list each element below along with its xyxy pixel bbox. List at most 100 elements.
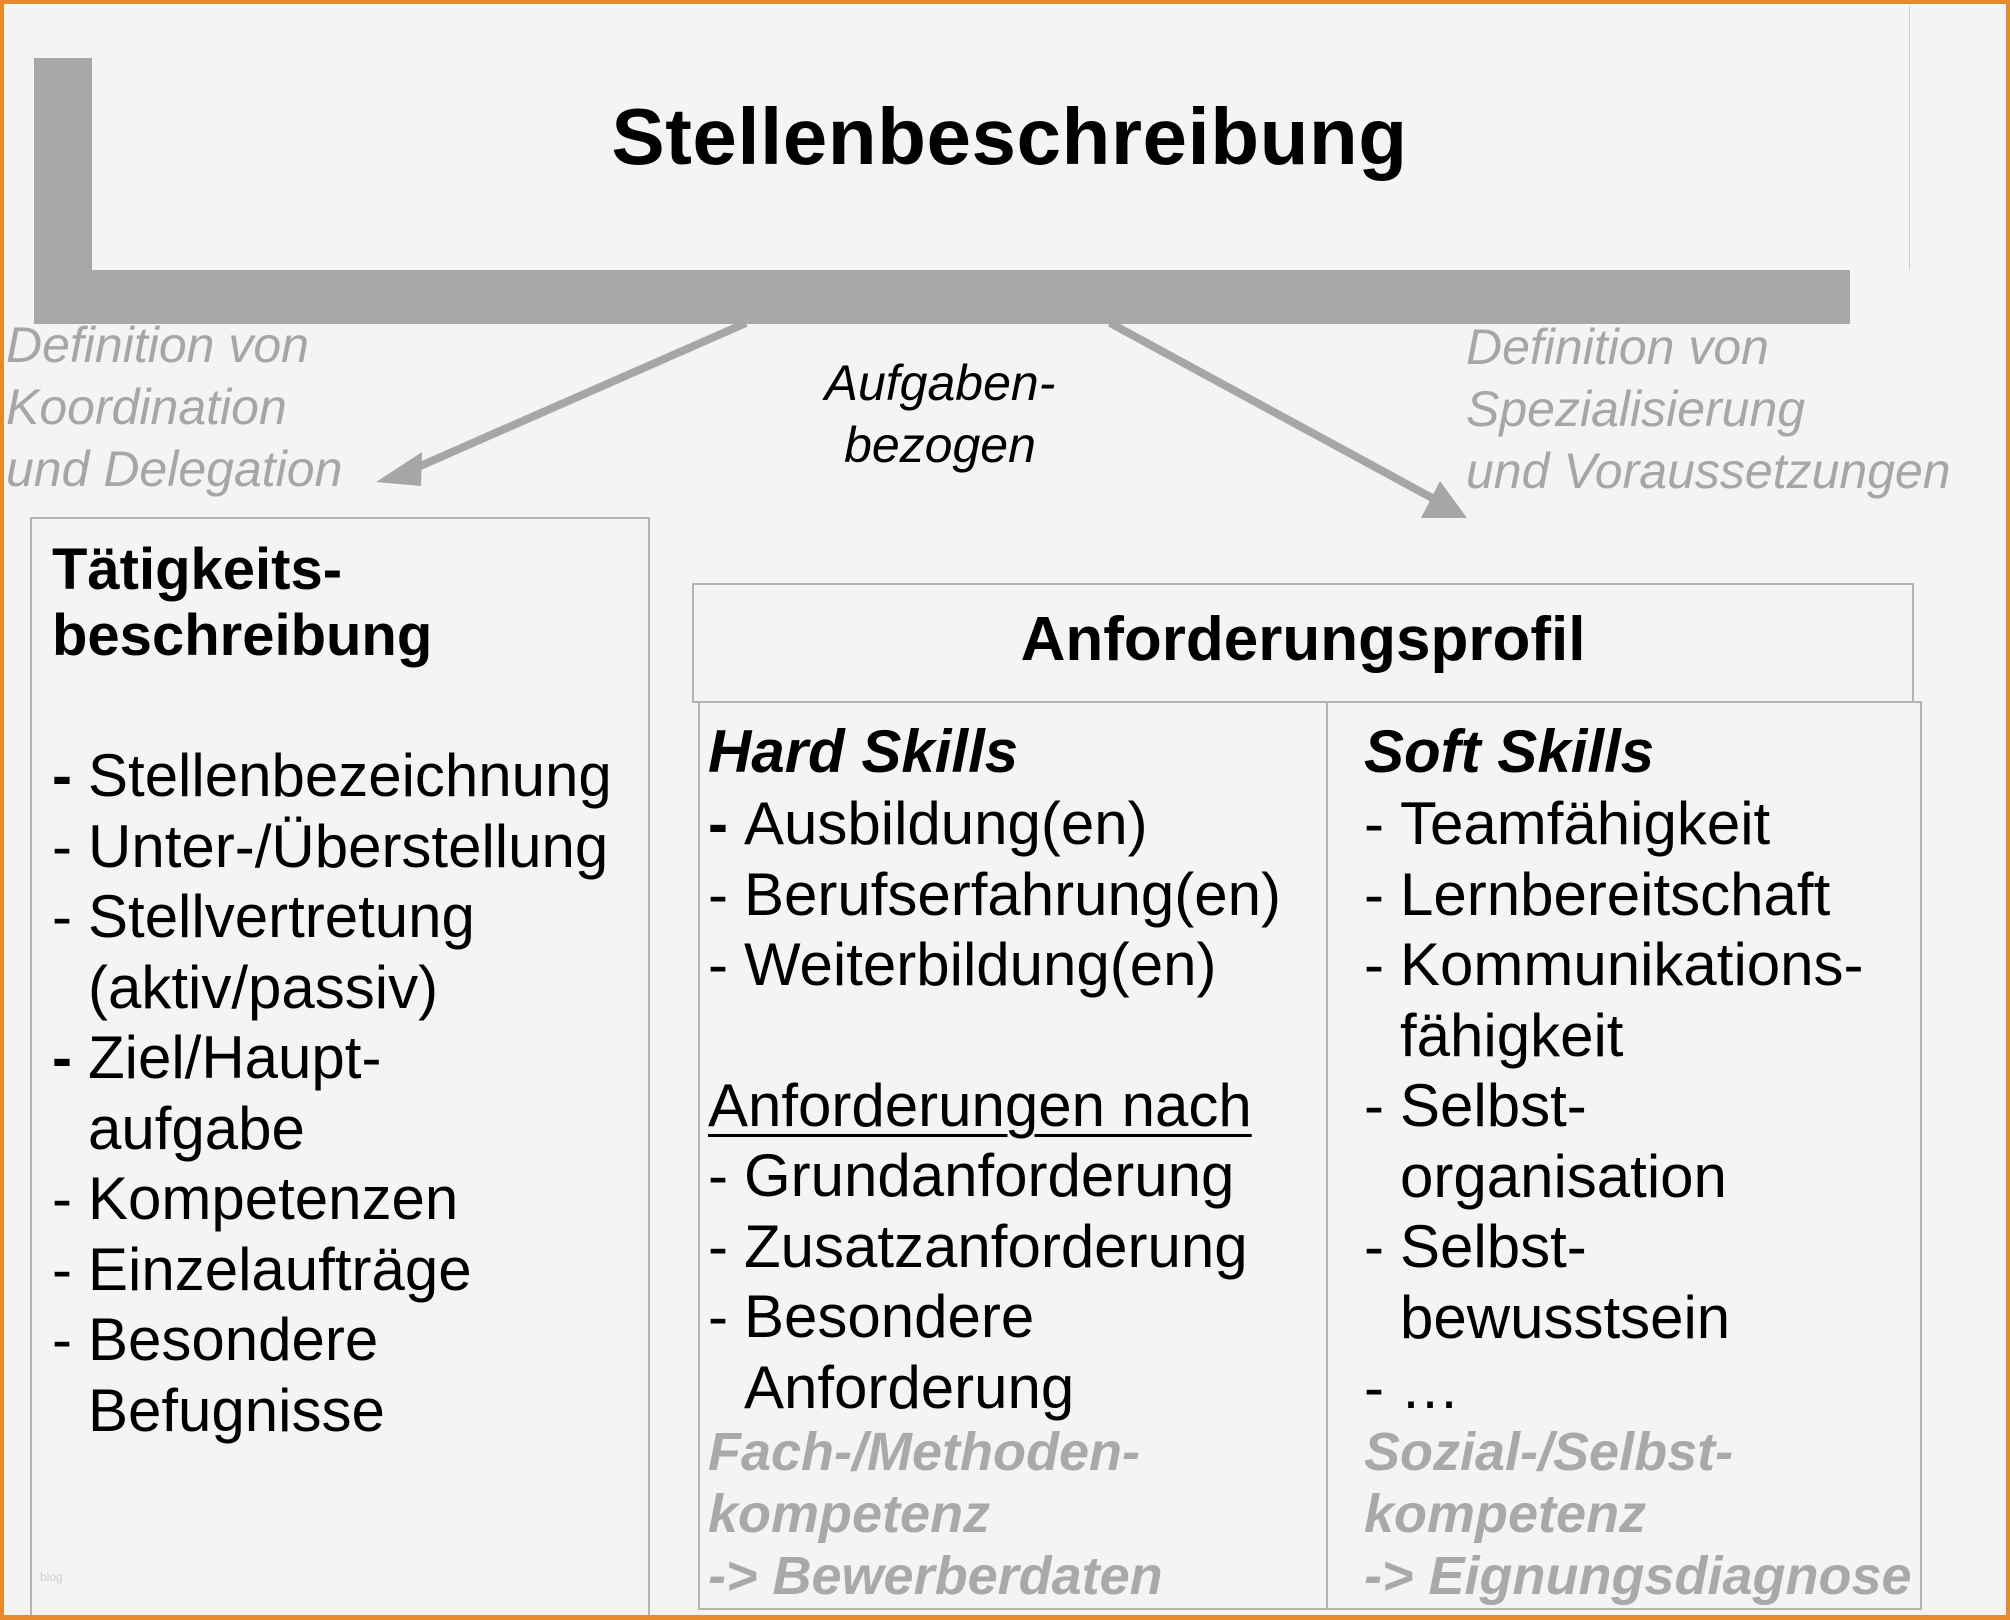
caption-line: Definition von (6, 317, 309, 373)
list-item: -Selbst- (1364, 1071, 1864, 1142)
list-item-text: … (1400, 1354, 1460, 1421)
footer-line: kompetenz (1364, 1484, 1647, 1544)
bullet-dash: - (1364, 1072, 1384, 1139)
bullet-dash: - (52, 742, 72, 809)
list-item: -Besondere (52, 1305, 612, 1376)
title-shadow-horizontal (34, 270, 1850, 324)
list-item-text: Weiterbildung(en) (744, 931, 1217, 998)
bullet-dash: - (1364, 1354, 1384, 1421)
caption-line: Spezialisierung (1466, 381, 1806, 437)
bullet-dash: - (708, 931, 728, 998)
list-item-text: Anforderung (744, 1353, 1075, 1421)
footer-line: Fach-/Methoden- (708, 1422, 1140, 1482)
list-item: -Stellenbezeichnung (52, 741, 612, 812)
list-item-text: Selbst- (1400, 1072, 1587, 1139)
list-item-continuation: (aktiv/passiv) (52, 953, 612, 1024)
list-item-text: Einzelaufträge (88, 1235, 472, 1303)
bullet-dash: - (1364, 931, 1384, 998)
bullet-dash: - (708, 1142, 728, 1209)
footer-line: kompetenz (708, 1484, 991, 1544)
list-item-continuation: Anforderung (708, 1353, 1248, 1424)
taetigkeit-heading: Tätigkeits- beschreibung (52, 537, 432, 669)
list-item: -Zusatzanforderung (708, 1212, 1248, 1283)
list-item: -Grundanforderung (708, 1141, 1248, 1212)
list-item-text: Zusatzanforderung (744, 1212, 1248, 1280)
caption-aufgabenbezogen: Aufgaben- bezogen (800, 352, 1080, 476)
bullet-dash: - (52, 1306, 72, 1373)
list-item: -Einzelaufträge (52, 1235, 612, 1306)
list-item-text: organisation (1400, 1142, 1727, 1210)
list-item-text: Lernbereitschaft (1400, 860, 1831, 928)
list-item: -… (1364, 1353, 1864, 1424)
list-item-text: (aktiv/passiv) (88, 953, 439, 1021)
hard-skills-list: -Ausbildung(en) -Berufserfahrung(en) -We… (708, 789, 1281, 1001)
list-item: -Unter-/Überstellung (52, 812, 612, 883)
caption-line: Definition von (1466, 319, 1769, 375)
list-item-text: Stellvertretung (88, 883, 475, 950)
caption-line: und Voraussetzungen (1466, 443, 1951, 499)
bullet-dash: - (708, 860, 728, 928)
bullet-dash: - (52, 883, 72, 950)
list-item: -Berufserfahrung(en) (708, 860, 1281, 931)
bullet-dash: - (708, 1212, 728, 1280)
bullet-dash: - (52, 812, 72, 880)
list-item-continuation: aufgabe (52, 1094, 612, 1165)
heading-line: beschreibung (52, 603, 433, 668)
list-item-text: Befugnisse (88, 1376, 385, 1444)
bullet-dash: - (708, 1283, 728, 1350)
taetigkeit-list: -Stellenbezeichnung -Unter-/Überstellung… (52, 741, 612, 1446)
list-item-text: Teamfähigkeit (1400, 790, 1771, 857)
caption-line: Koordination (6, 379, 287, 435)
soft-skills-box: Soft Skills -Teamfähigkeit -Lernbereitsc… (1326, 701, 1922, 1610)
hard-skills-footer: Fach-/Methoden- kompetenz -> Bewerberdat… (708, 1421, 1163, 1607)
list-item-text: fähigkeit (1400, 1001, 1624, 1069)
arrow-right-icon (1108, 319, 1467, 518)
anforderungen-list: -Grundanforderung -Zusatzanforderung -Be… (708, 1141, 1248, 1423)
caption-line: bezogen (844, 417, 1036, 473)
caption-koordination: Definition von Koordination und Delegati… (6, 314, 342, 500)
list-item-text: Grundanforderung (744, 1142, 1235, 1209)
list-item-text: Berufserfahrung(en) (744, 860, 1281, 928)
soft-skills-list: -Teamfähigkeit -Lernbereitschaft -Kommun… (1364, 789, 1864, 1424)
list-item-text: aufgabe (88, 1094, 305, 1162)
list-item: -Ziel/Haupt- (52, 1023, 612, 1094)
footer-line: -> Eignungsdiagnose (1364, 1546, 1912, 1606)
list-item: -Ausbildung(en) (708, 789, 1281, 860)
list-item-continuation: Befugnisse (52, 1376, 612, 1447)
caption-spezialisierung: Definition von Spezialisierung und Vorau… (1466, 316, 1951, 502)
bullet-dash: - (1364, 860, 1384, 928)
list-item: -Kompetenzen (52, 1164, 612, 1235)
soft-skills-footer: Sozial-/Selbst- kompetenz -> Eignungsdia… (1364, 1421, 1912, 1607)
list-item-text: Unter-/Überstellung (88, 812, 609, 880)
list-item: -Teamfähigkeit (1364, 789, 1864, 860)
anforderungsprofil-header: Anforderungsprofil (692, 583, 1914, 703)
list-item: -Weiterbildung(en) (708, 930, 1281, 1001)
hard-skills-box: Hard Skills -Ausbildung(en) -Berufserfah… (698, 701, 1328, 1610)
bullet-dash: - (1364, 790, 1384, 857)
title-box: Stellenbeschreibung (92, 6, 1910, 270)
list-item-text: Ziel/Haupt- (88, 1024, 382, 1091)
list-item-text: Ausbildung(en) (744, 790, 1148, 857)
list-item-text: Kompetenzen (88, 1165, 459, 1232)
watermark: blog (40, 1570, 63, 1584)
list-item: -Selbst- (1364, 1212, 1864, 1283)
list-item-continuation: bewusstsein (1364, 1283, 1864, 1354)
page-title: Stellenbeschreibung (611, 92, 1408, 181)
taetigkeitsbeschreibung-box: Tätigkeits- beschreibung -Stellenbezeich… (30, 517, 650, 1620)
bullet-dash: - (52, 1235, 72, 1303)
list-item-text: Stellenbezeichnung (88, 742, 612, 809)
list-item: -Stellvertretung (52, 882, 612, 953)
list-item-text: Besondere (88, 1306, 379, 1373)
caption-line: und Delegation (6, 441, 343, 497)
hard-skills-heading: Hard Skills (708, 718, 1019, 785)
caption-line: Aufgaben- (824, 355, 1056, 411)
list-item-continuation: organisation (1364, 1142, 1864, 1213)
anforderungen-nach-heading: Anforderungen nach (708, 1071, 1252, 1142)
heading-line: Tätigkeits- (52, 537, 343, 602)
soft-skills-heading: Soft Skills (1364, 718, 1655, 785)
list-item-text: Selbst- (1400, 1213, 1587, 1280)
list-item-text: Besondere (744, 1283, 1035, 1350)
list-item: -Lernbereitschaft (1364, 860, 1864, 931)
bullet-dash: - (52, 1024, 72, 1091)
list-item: -Besondere (708, 1282, 1248, 1353)
